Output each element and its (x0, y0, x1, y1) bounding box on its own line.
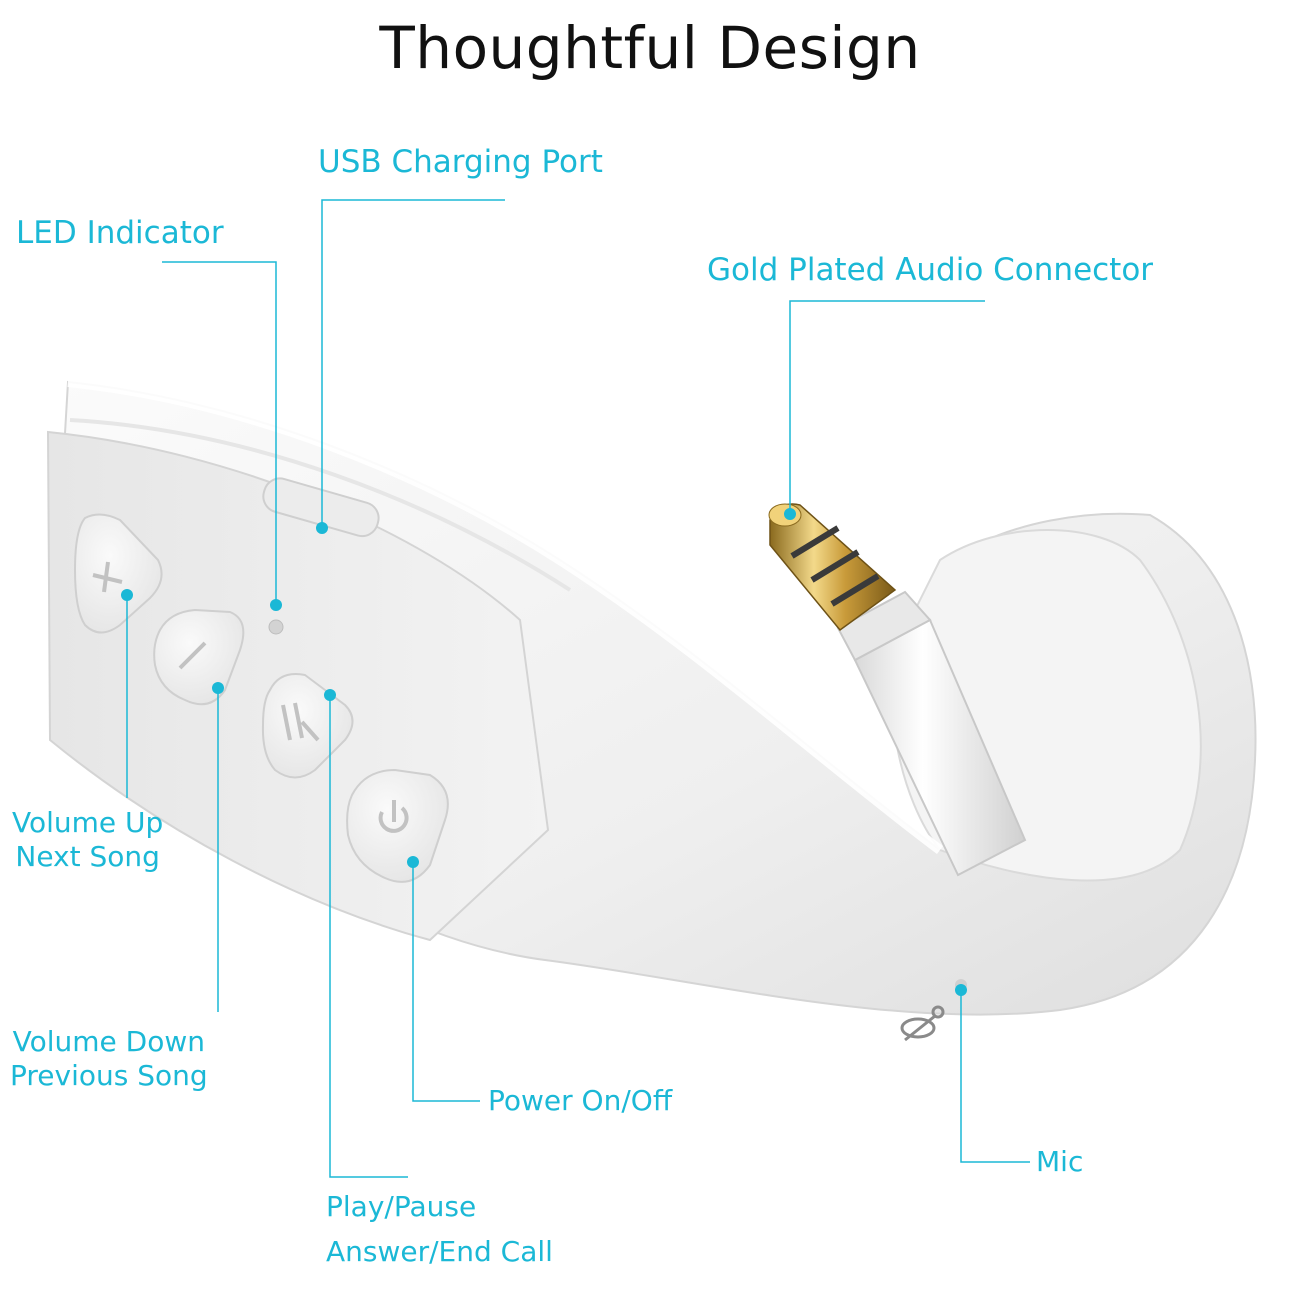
mic-label: Mic (1036, 1145, 1084, 1178)
play-pause-label-line2: Answer/End Call (326, 1235, 553, 1268)
volume-down-label: Volume Down Previous Song (10, 1025, 208, 1093)
play-pause-label: Play/Pause Answer/End Call (326, 1190, 553, 1269)
usb-port-label: USB Charging Port (318, 144, 603, 180)
power-icon (378, 800, 409, 833)
power-button[interactable] (346, 768, 449, 883)
callout-dots (121, 508, 967, 996)
audio-connector (768, 503, 1027, 877)
play-pause-label-line1: Play/Pause (326, 1190, 477, 1223)
minus-icon (178, 641, 207, 670)
adapter-body (46, 377, 1257, 1016)
volume-up-button[interactable] (73, 513, 163, 634)
volume-down-label-line1: Volume Down (12, 1025, 206, 1058)
audio-connector-label: Gold Plated Audio Connector (707, 252, 1154, 288)
power-label: Power On/Off (488, 1084, 673, 1117)
callout-lines (126, 199, 1030, 1178)
volume-up-label-line2: Next Song (15, 840, 160, 873)
volume-up-label: Volume Up Next Song (12, 806, 163, 874)
plus-icon (92, 561, 123, 593)
play-pause-icon (281, 702, 320, 742)
volume-down-button[interactable] (153, 608, 245, 706)
volume-up-label-line1: Volume Up (12, 806, 164, 839)
led-indicator-label: LED Indicator (16, 215, 224, 251)
mic-icon (900, 1005, 945, 1042)
volume-down-label-line2: Previous Song (10, 1059, 208, 1092)
page-title: Thoughtful Design (379, 14, 921, 82)
